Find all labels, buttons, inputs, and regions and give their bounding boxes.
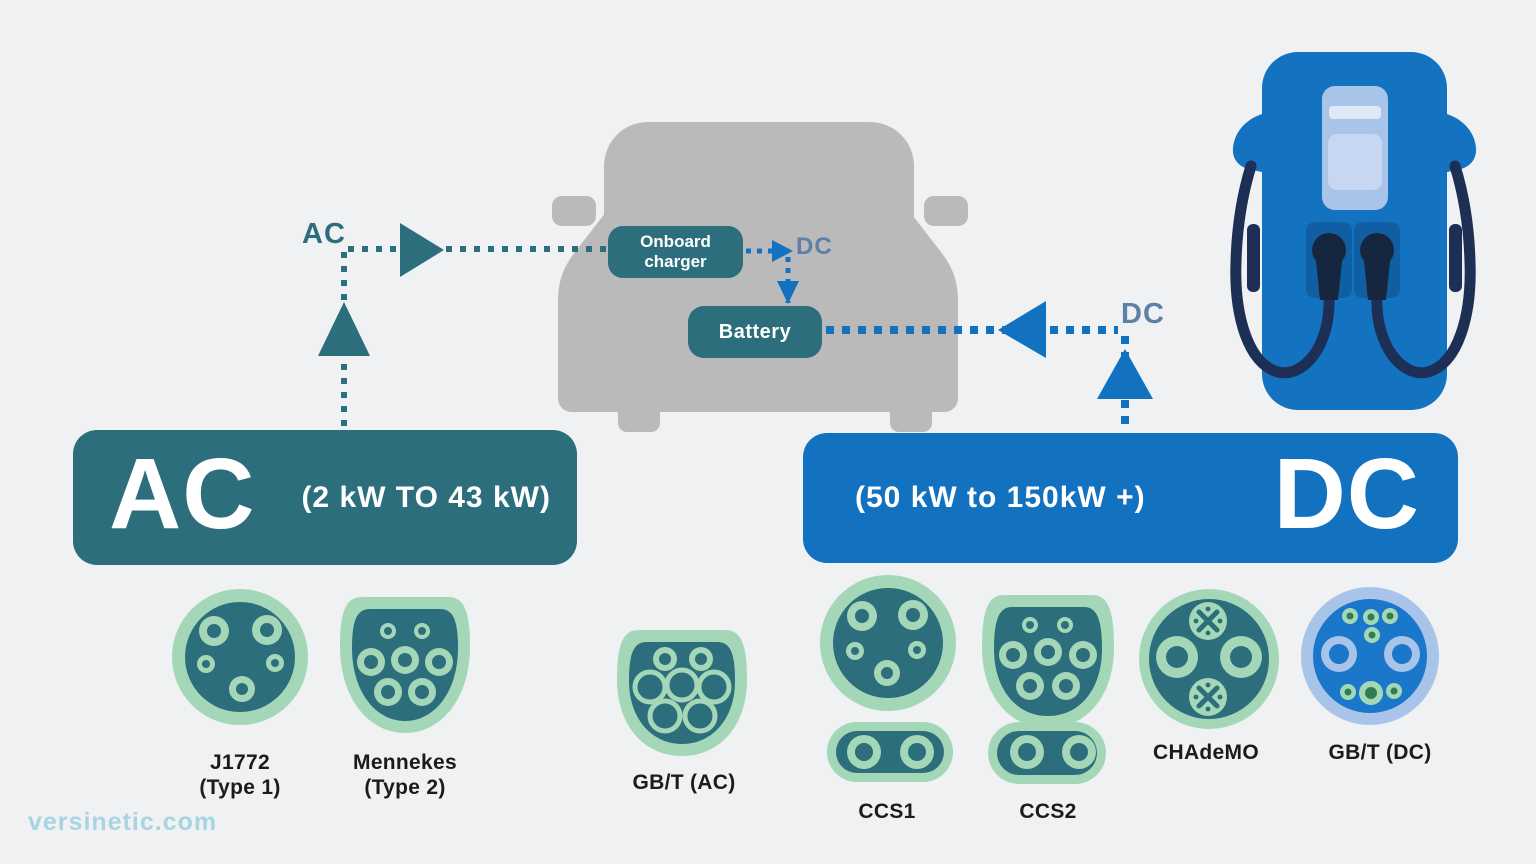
battery-box: Battery: [688, 306, 822, 358]
chademo-connector-icon: [1139, 589, 1279, 729]
gbt-dc-label: GB/T (DC): [1328, 741, 1432, 764]
j1772-connector-icon: [172, 589, 308, 725]
dc-banner-range: (50 kW to 150kW +): [855, 481, 1146, 514]
gbt-dc-connector-icon: [1301, 587, 1439, 725]
gbt-ac-label: GB/T (AC): [632, 771, 736, 794]
mennekes-label-line2: (Type 2): [364, 776, 446, 799]
gbt-ac-connector-icon: [617, 630, 747, 756]
chademo-label: CHAdeMO: [1153, 741, 1259, 764]
mennekes-label-line1: Mennekes: [353, 751, 457, 774]
plug-handles: [1312, 233, 1394, 300]
chademo-x-pin-bottom: [1189, 678, 1227, 716]
dc-banner: (50 kW to 150kW +) DC: [803, 433, 1458, 563]
mennekes-label: Mennekes (Type 2): [353, 750, 457, 800]
j1772-label-line2: (Type 1): [199, 776, 281, 799]
ac-banner-title: AC: [109, 437, 256, 550]
station-to-battery-arrows: [826, 301, 1153, 431]
ac-banner: AC (2 kW TO 43 kW): [73, 430, 577, 565]
onboard-charger-box: Onboard charger: [608, 226, 743, 278]
onboard-to-battery-arrows: [746, 240, 799, 304]
arrow-right-icon: [400, 223, 444, 277]
arrow-left-icon: [998, 301, 1046, 358]
cable-right: [1371, 160, 1476, 379]
dc-banner-title: DC: [1273, 438, 1420, 550]
ac-banner-range: (2 kW TO 43 kW): [301, 480, 551, 514]
mennekes-connector-icon: [340, 597, 470, 733]
chademo-x-pin-top: [1189, 602, 1227, 640]
ccs1-label: CCS1: [858, 800, 916, 823]
ac-flow-arrows: [318, 223, 606, 430]
dc-internal-label: DC: [796, 233, 833, 260]
ac-source-label: AC: [302, 218, 346, 250]
j1772-label: J1772 (Type 1): [199, 750, 280, 800]
ccs2-label: CCS2: [1019, 800, 1077, 823]
arrow-up-icon: [318, 302, 370, 356]
watermark-url: versinetic.com: [28, 808, 218, 836]
arrow-down-icon: [777, 281, 799, 304]
arrow-right-icon: [772, 240, 793, 262]
arrow-up-icon: [1097, 349, 1153, 399]
ccs1-connector-icon: [820, 575, 956, 782]
charging-station-icon: [1230, 52, 1477, 410]
j1772-label-line1: J1772: [210, 751, 270, 774]
cable-left: [1230, 160, 1335, 379]
ccs2-connector-icon: [982, 595, 1114, 784]
car-icon: [552, 122, 968, 432]
dc-external-label: DC: [1121, 298, 1165, 330]
